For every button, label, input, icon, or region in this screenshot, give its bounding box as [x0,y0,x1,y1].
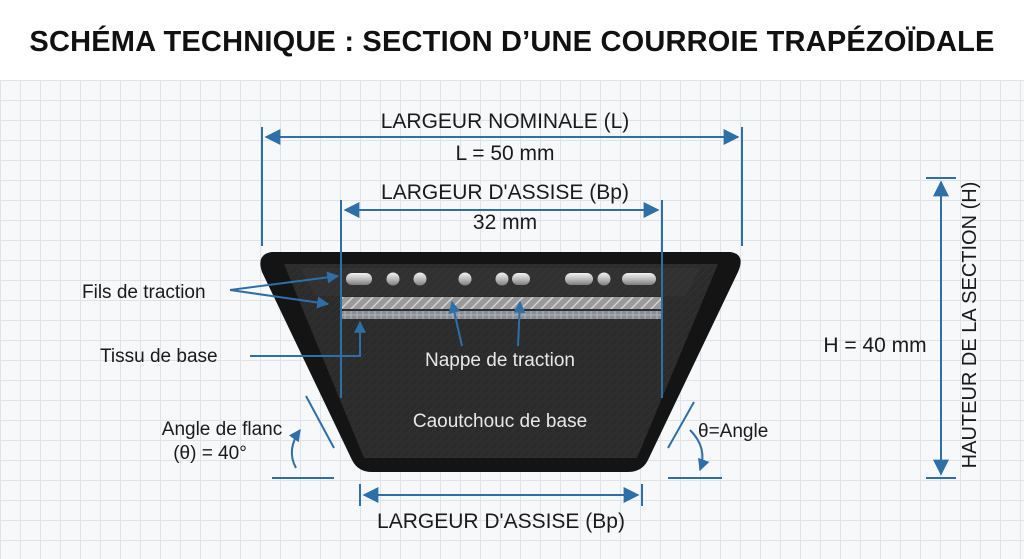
tension-cord [622,273,656,285]
pitch-width-top-value: 32 mm [473,211,537,234]
tension-ply-label: Nappe de traction [425,350,575,371]
height-dimension [926,177,956,479]
height-label: HAUTEUR DE LA SECTION (H) [959,182,981,469]
nominal-width-dimension [261,127,743,246]
pitch-width-bottom-label: LARGEUR D'ASSISE (Bp) [377,510,625,533]
tension-cord [458,272,472,286]
height-value: H = 40 mm [823,334,926,357]
tension-cord [495,272,509,286]
tension-cord [597,272,611,286]
tension-cord [386,272,400,286]
tension-cords-label: Fils de traction [82,282,206,303]
flank-angle-label-line1: Angle de flanc [162,419,282,440]
nominal-width-value: L = 50 mm [455,142,554,165]
tension-cord [346,273,372,285]
base-fabric-label: Tissu de base [100,346,218,367]
tension-cord [413,272,427,286]
pitch-width-top-dimension [340,200,663,398]
base-fabric-leader [250,320,366,357]
tension-cord-layer [300,268,700,296]
theta-angle-label: θ=Angle [698,421,768,442]
flank-angle-label-line2: (θ) = 40° [173,443,247,464]
tension-cords-leader [229,271,340,309]
tension-ply-layer [342,297,662,309]
pitch-width-top-label: LARGEUR D'ASSISE (Bp) [381,181,629,204]
tension-ply-leader [448,300,526,347]
page-title: SCHÉMA TECHNIQUE : SECTION D’UNE COURROI… [29,26,995,58]
left-flank-angle-marker [272,395,335,479]
base-rubber-label: Caoutchouc de base [413,411,587,432]
tension-cord [512,273,530,285]
tension-cord [565,273,593,285]
pitch-width-bottom-dimension [359,484,643,506]
right-flank-angle-marker [667,401,722,479]
nominal-width-label: LARGEUR NOMINALE (L) [381,110,630,133]
base-fabric-layer [342,311,662,319]
